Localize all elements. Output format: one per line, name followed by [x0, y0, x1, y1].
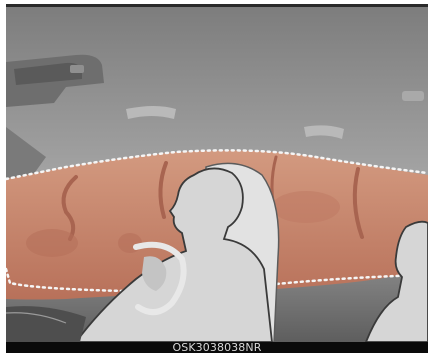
airbag-cell	[118, 233, 142, 253]
rear-lamp	[402, 91, 424, 101]
console-lamp	[70, 65, 84, 73]
airbag-cell	[26, 229, 78, 257]
airbag-cell	[272, 191, 340, 223]
airbag-illustration	[6, 7, 428, 342]
cabin-svg	[6, 7, 428, 342]
image-code-label: OSK3038038NR	[6, 342, 428, 353]
